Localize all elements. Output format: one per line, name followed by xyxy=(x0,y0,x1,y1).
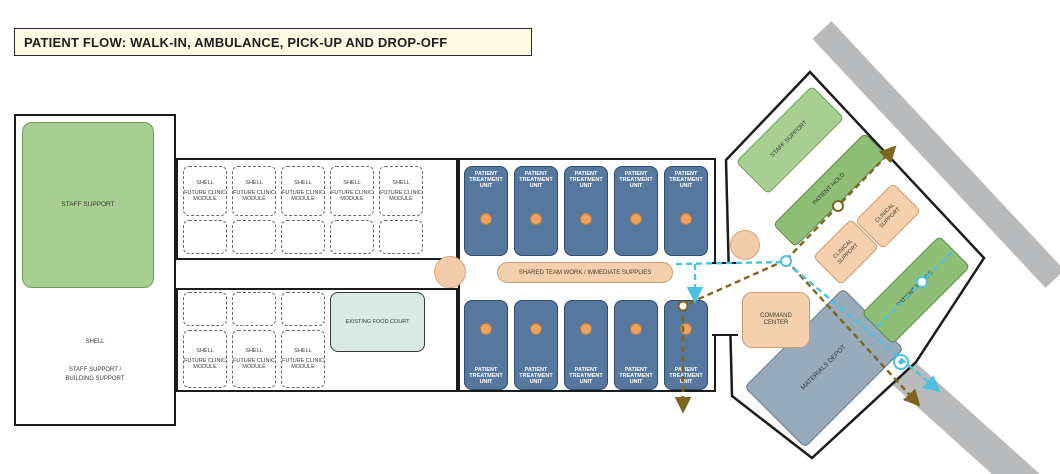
module-empty-slot xyxy=(232,292,276,326)
module-empty-slot xyxy=(232,220,276,254)
patient-treatment-unit: PATIENT TREATMENT UNIT xyxy=(514,166,558,256)
unit-dot xyxy=(480,323,492,335)
unit-dot xyxy=(580,213,592,225)
unit-dot xyxy=(630,323,642,335)
unit-dot xyxy=(680,323,692,335)
wing-connector xyxy=(712,262,738,336)
patient-treatment-unit: PATIENT TREATMENT UNIT xyxy=(614,300,658,390)
junction-circle xyxy=(434,256,466,288)
module-empty-slot xyxy=(183,292,227,326)
module-empty-slot xyxy=(281,220,325,254)
patient-treatment-unit: PATIENT TREATMENT UNIT xyxy=(614,166,658,256)
module-empty-slot xyxy=(183,220,227,254)
shell-area-label: SHELL xyxy=(85,339,105,345)
existing-food-court: EXISTING FOOD COURT xyxy=(330,292,425,352)
unit-dot xyxy=(680,213,692,225)
patient-treatment-unit: PATIENT TREATMENT UNIT xyxy=(564,300,608,390)
command-center-room: COMMAND CENTER xyxy=(742,292,810,348)
patient-treatment-unit: PATIENT TREATMENT UNIT xyxy=(464,166,508,256)
junction-circle xyxy=(730,230,760,260)
unit-dot xyxy=(630,213,642,225)
title-banner: PATIENT FLOW: WALK-IN, AMBULANCE, PICK-U… xyxy=(14,28,532,56)
patient-treatment-unit: PATIENT TREATMENT UNIT xyxy=(514,300,558,390)
patient-treatment-unit: PATIENT TREATMENT UNIT xyxy=(564,166,608,256)
road-strip-top xyxy=(812,21,1060,288)
patient-treatment-unit: PATIENT TREATMENT UNIT xyxy=(664,300,708,390)
building-support-label: STAFF SUPPORT / BUILDING SUPPORT xyxy=(65,367,125,382)
staff-support-label: STAFF SUPPORT xyxy=(61,200,115,208)
unit-dot xyxy=(530,213,542,225)
module-empty-slot xyxy=(330,220,374,254)
unit-dot xyxy=(480,213,492,225)
patient-treatment-unit: PATIENT TREATMENT UNIT xyxy=(464,300,508,390)
shared-supplies-pill: SHARED TEAM WORK / IMMEDIATE SUPPLIES xyxy=(497,262,673,283)
unit-dot xyxy=(580,323,592,335)
module-empty-slot xyxy=(281,292,325,326)
patient-treatment-unit: PATIENT TREATMENT UNIT xyxy=(664,166,708,256)
plan-title: PATIENT FLOW: WALK-IN, AMBULANCE, PICK-U… xyxy=(24,34,448,50)
module-empty-slot xyxy=(379,220,423,254)
staff-support-room: STAFF SUPPORT xyxy=(22,122,154,288)
unit-dot xyxy=(530,323,542,335)
